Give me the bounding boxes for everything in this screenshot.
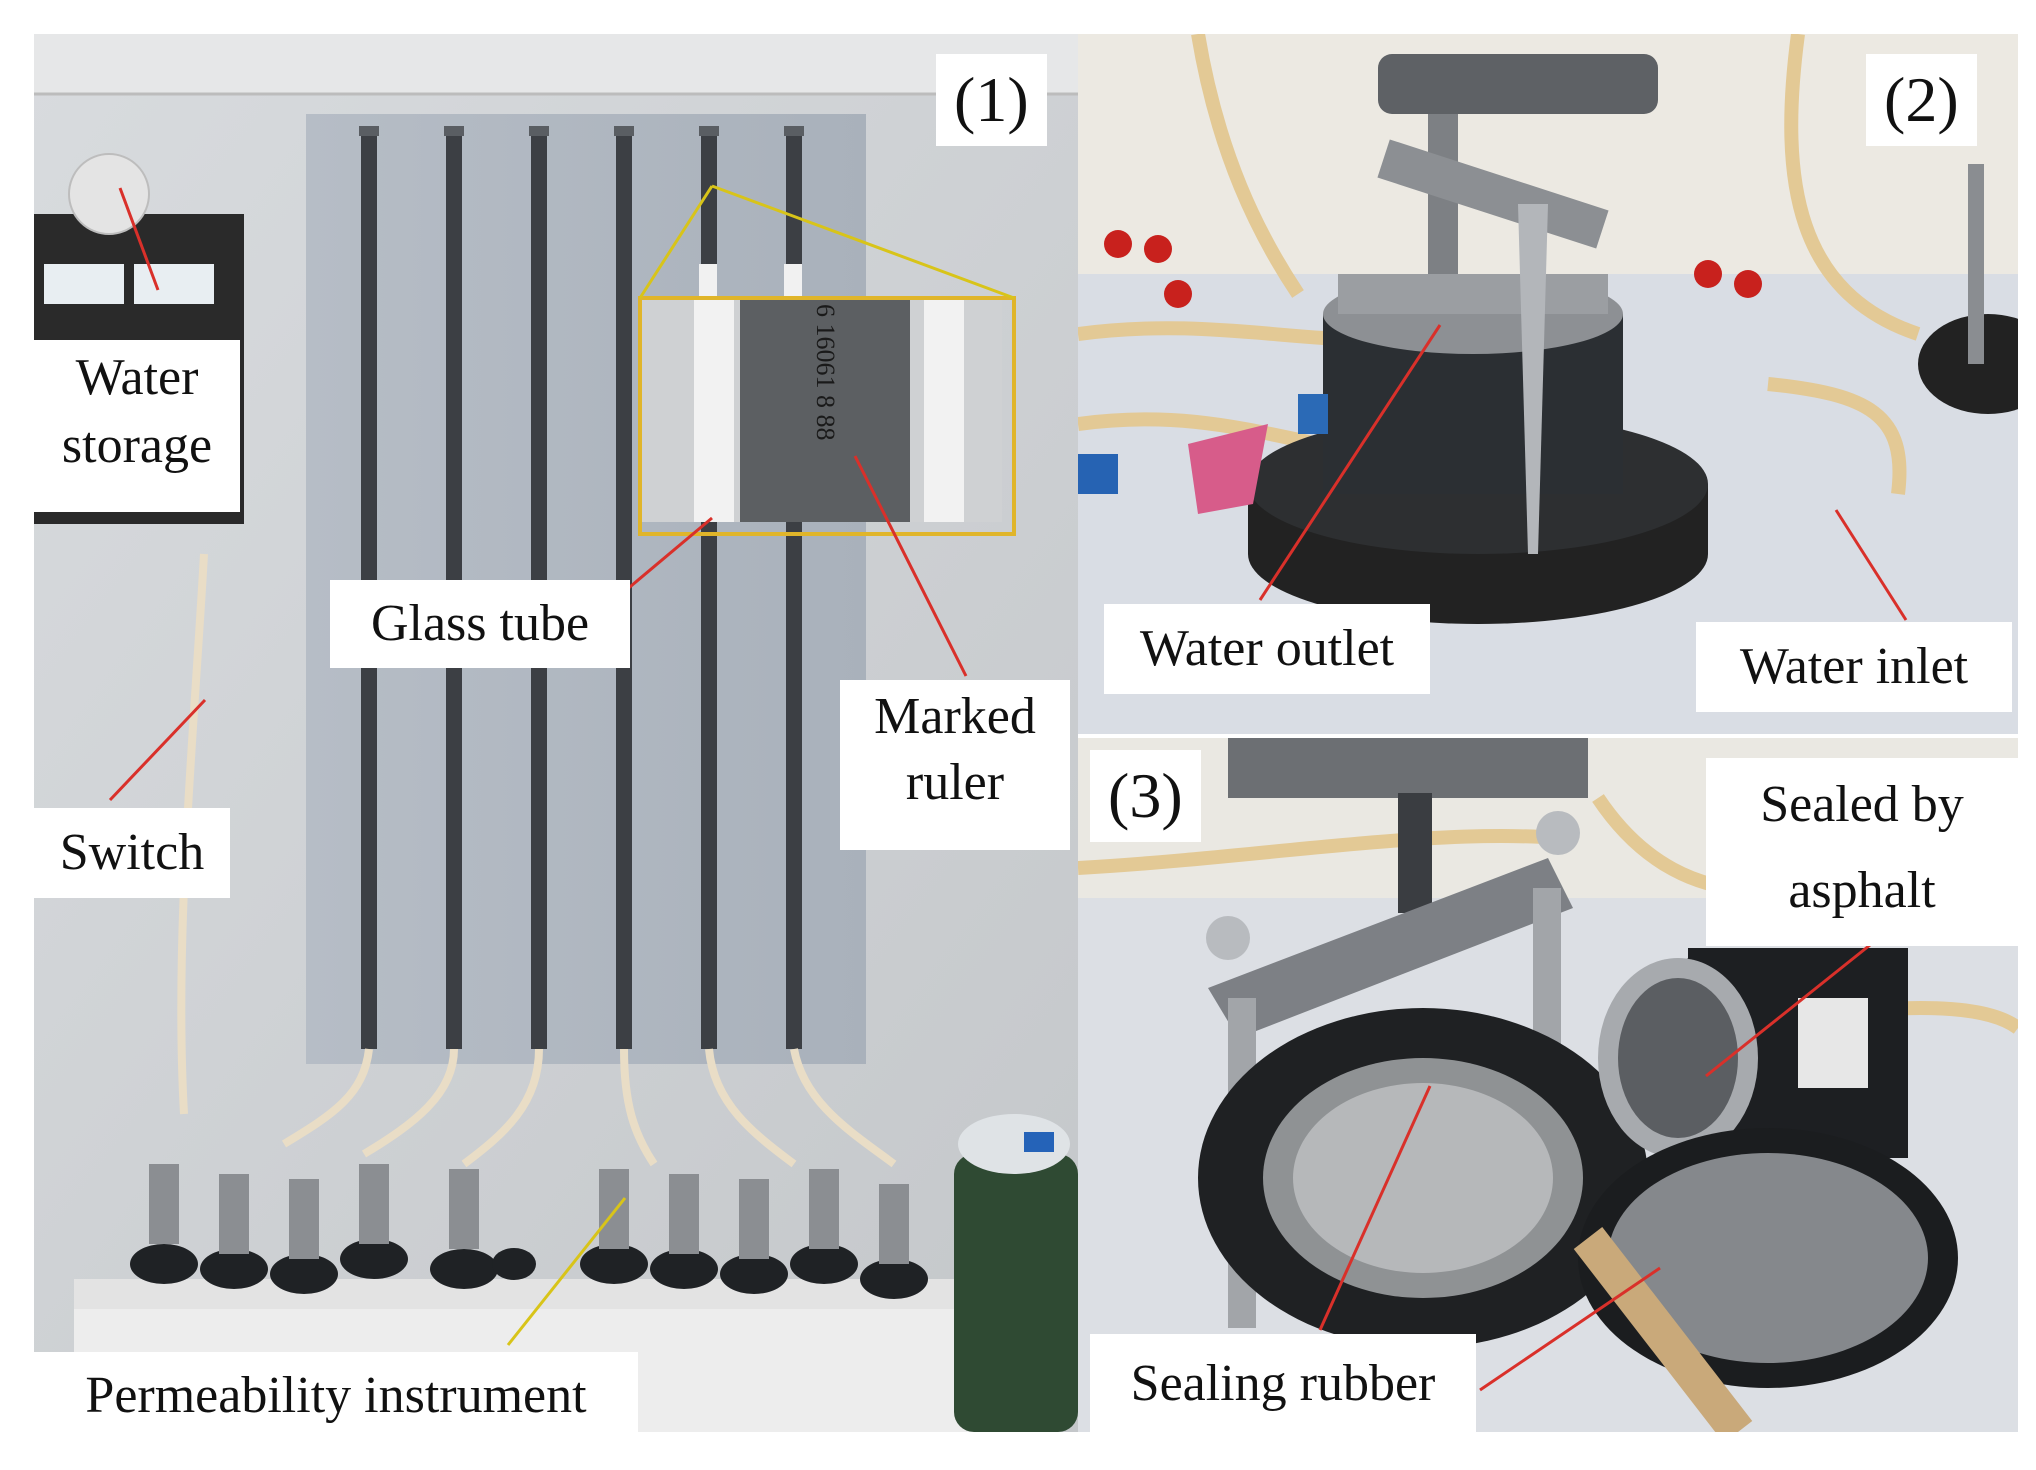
label-water-storage: Water storage xyxy=(34,340,240,512)
label-marked-ruler: Marked ruler xyxy=(840,680,1070,850)
label-switch: Switch xyxy=(34,808,230,898)
panel-3-number: (3) xyxy=(1090,750,1201,842)
panel-1-number: (1) xyxy=(936,54,1047,146)
label-water-outlet: Water outlet xyxy=(1104,604,1430,694)
label-permeability-instrument: Permeability instrument xyxy=(34,1352,638,1440)
label-sealing-rubber: Sealing rubber xyxy=(1090,1334,1476,1434)
label-sealed-by-asphalt: Sealed by asphalt xyxy=(1706,758,2018,946)
label-water-inlet: Water inlet xyxy=(1696,622,2012,712)
panel-2-number: (2) xyxy=(1866,54,1977,146)
label-glass-tube: Glass tube xyxy=(330,580,630,668)
ruler-scale-text: 6 16061 8 88 xyxy=(811,304,840,441)
